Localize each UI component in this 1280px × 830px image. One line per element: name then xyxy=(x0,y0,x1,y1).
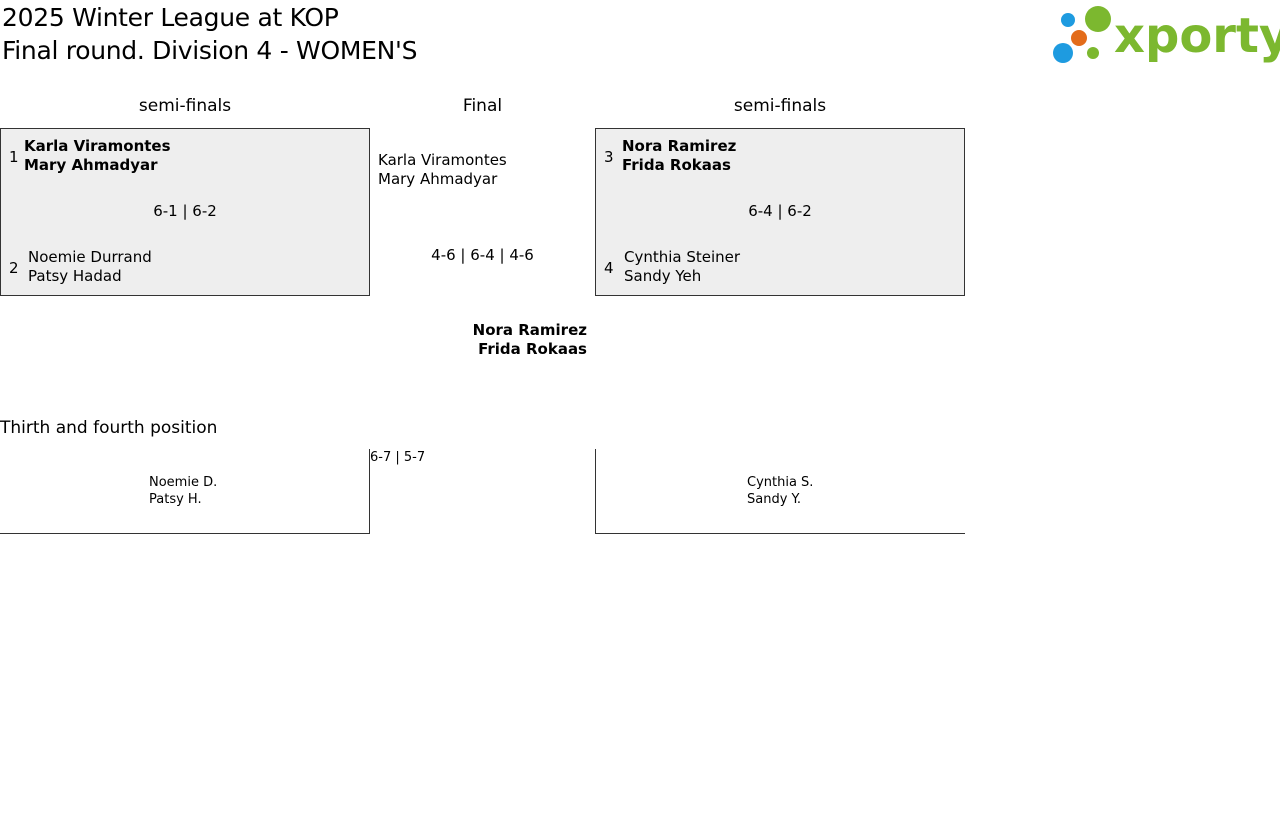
player-name: Mary Ahmadyar xyxy=(24,156,158,174)
team-top[interactable]: Nora Ramirez Frida Rokaas xyxy=(622,137,736,175)
page-title: 2025 Winter League at KOP Final round. D… xyxy=(2,1,417,67)
player-name: Sandy Y. xyxy=(747,492,801,507)
team[interactable]: Noemie D. Patsy H. xyxy=(149,474,217,508)
third-place-team-right[interactable]: Cynthia S. Sandy Y. xyxy=(595,449,965,534)
player-name: Patsy H. xyxy=(149,492,202,507)
logo-dots-icon xyxy=(1053,6,1111,63)
third-place-score: 6-7 | 5-7 xyxy=(370,450,426,465)
seed-number: 3 xyxy=(604,148,614,166)
player-name: Nora Ramirez xyxy=(622,137,737,155)
team-top[interactable]: Karla Viramontes Mary Ahmadyar xyxy=(24,137,171,175)
xporty-logo: xporty xyxy=(1052,4,1280,66)
logo-wordmark: xporty xyxy=(1114,8,1280,64)
heading-final: Final xyxy=(462,96,503,116)
match-score: 6-1 | 6-2 xyxy=(153,202,217,220)
final-score: 4-6 | 6-4 | 4-6 xyxy=(431,246,534,264)
player-name: Frida Rokaas xyxy=(622,156,731,174)
heading-right-semifinals: semi-finals xyxy=(733,96,827,116)
title-line-2: Final round. Division 4 - WOMEN'S xyxy=(2,36,418,65)
player-name: Nora Ramirez xyxy=(472,321,587,339)
seed-number: 4 xyxy=(604,259,614,277)
match-score: 6-4 | 6-2 xyxy=(748,202,812,220)
team-bottom[interactable]: Noemie Durrand Patsy Hadad xyxy=(28,248,152,286)
player-name: Frida Rokaas xyxy=(478,340,587,358)
third-place-team-left[interactable]: Noemie D. Patsy H. xyxy=(0,449,370,534)
player-name: Karla Viramontes xyxy=(24,137,171,155)
semifinal-right-match[interactable]: 3 Nora Ramirez Frida Rokaas 6-4 | 6-2 4 … xyxy=(595,128,965,296)
heading-third-fourth: Thirth and fourth position xyxy=(0,418,218,438)
player-name: Noemie D. xyxy=(149,475,218,490)
player-name: Patsy Hadad xyxy=(28,267,122,285)
player-name: Cynthia Steiner xyxy=(624,248,741,266)
team[interactable]: Cynthia S. Sandy Y. xyxy=(747,474,813,508)
semifinal-left-match[interactable]: 1 Karla Viramontes Mary Ahmadyar 6-1 | 6… xyxy=(0,128,370,296)
title-line-1: 2025 Winter League at KOP xyxy=(2,3,339,32)
seed-number: 1 xyxy=(9,148,19,166)
final-team-1[interactable]: Karla Viramontes Mary Ahmadyar xyxy=(378,151,507,189)
player-name: Cynthia S. xyxy=(747,475,814,490)
player-name: Noemie Durrand xyxy=(28,248,152,266)
team-bottom[interactable]: Cynthia Steiner Sandy Yeh xyxy=(624,248,740,286)
seed-number: 2 xyxy=(9,259,19,277)
player-name: Karla Viramontes xyxy=(378,151,507,169)
final-winner[interactable]: Nora Ramirez Frida Rokaas xyxy=(370,321,587,359)
heading-left-semifinals: semi-finals xyxy=(138,96,232,116)
player-name: Mary Ahmadyar xyxy=(378,170,498,188)
player-name: Sandy Yeh xyxy=(624,267,702,285)
